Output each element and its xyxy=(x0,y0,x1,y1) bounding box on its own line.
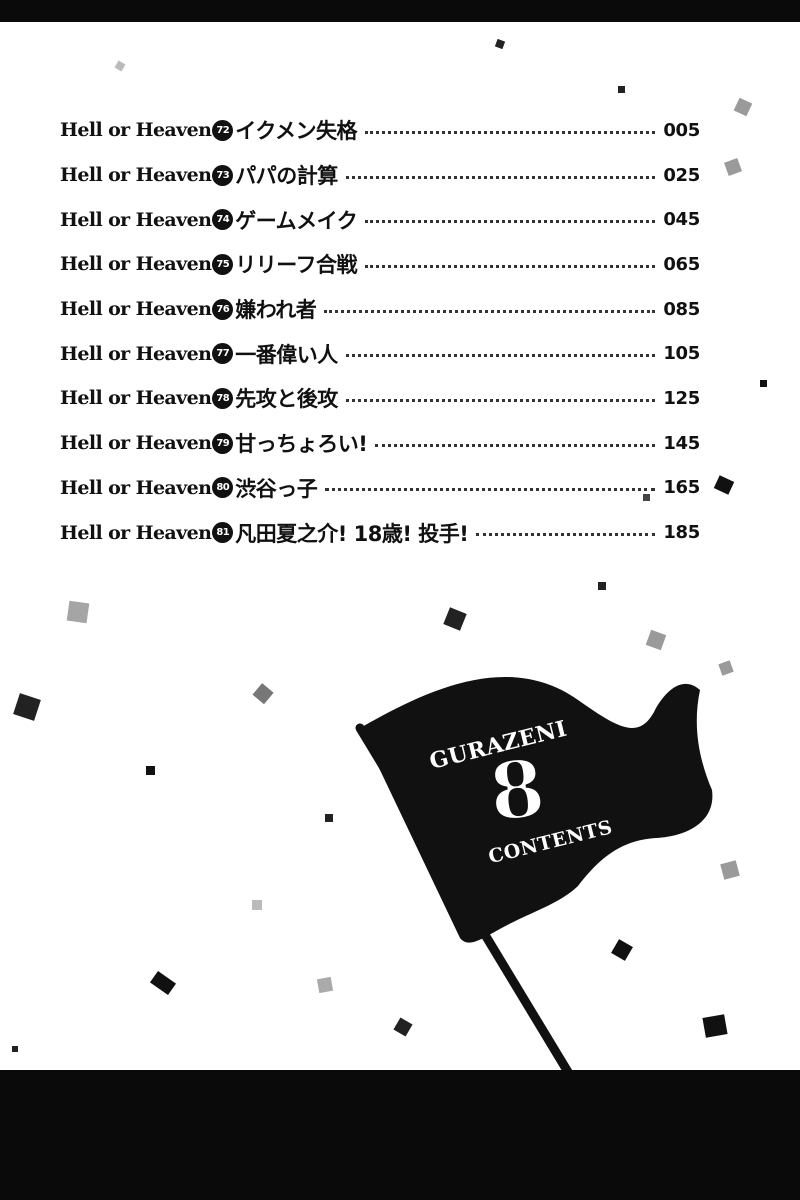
toc-entry[interactable]: Hell or Heaven 73 パパの計算 025 xyxy=(60,153,700,198)
confetti-piece xyxy=(66,600,90,624)
series-title: Hell or Heaven xyxy=(60,476,212,499)
confetti-piece xyxy=(720,860,740,880)
chapter-title: 甘っちょろい! xyxy=(235,432,368,457)
page-number: 105 xyxy=(663,343,700,365)
chapter-number-badge: 72 xyxy=(212,119,234,141)
toc-entry[interactable]: Hell or Heaven 81 凡田夏之介! 18歳! 投手! 185 xyxy=(60,510,700,555)
toc-entry[interactable]: Hell or Heaven 74 ゲームメイク 045 xyxy=(60,197,700,242)
confetti-piece xyxy=(494,38,506,50)
chapter-title: 凡田夏之介! 18歳! 投手! xyxy=(235,521,469,546)
chapter-title: 渋谷っ子 xyxy=(235,476,318,501)
page-number: 085 xyxy=(663,298,700,320)
toc-entry[interactable]: Hell or Heaven 78 先攻と後攻 125 xyxy=(60,376,700,421)
chapter-title: 嫌われ者 xyxy=(235,298,317,323)
series-title: Hell or Heaven xyxy=(60,387,212,410)
confetti-piece xyxy=(114,60,126,72)
confetti-piece xyxy=(146,766,155,775)
toc-entry[interactable]: Hell or Heaven 72 イクメン失格 005 xyxy=(60,108,700,153)
confetti-piece xyxy=(13,693,41,721)
page-number: 005 xyxy=(663,119,700,141)
bottom-black-band xyxy=(0,1070,800,1200)
page-number: 165 xyxy=(663,477,700,499)
page-number: 145 xyxy=(663,432,700,454)
toc-entry[interactable]: Hell or Heaven 79 甘っちょろい! 145 xyxy=(60,421,700,466)
chapter-title: イクメン失格 xyxy=(235,119,358,144)
page-number: 125 xyxy=(663,387,700,409)
chapter-number-badge: 76 xyxy=(212,298,234,320)
confetti-piece xyxy=(733,97,753,117)
dot-leader xyxy=(365,264,656,268)
series-title: Hell or Heaven xyxy=(60,119,212,142)
toc-entry[interactable]: Hell or Heaven 76 嫌われ者 085 xyxy=(60,287,700,332)
series-title: Hell or Heaven xyxy=(60,432,212,455)
chapter-number-badge: 81 xyxy=(212,522,234,544)
page-number: 025 xyxy=(663,164,700,186)
chapter-title: リリーフ合戦 xyxy=(235,253,358,278)
series-title: Hell or Heaven xyxy=(60,521,212,544)
toc-entry[interactable]: Hell or Heaven 77 一番偉い人 105 xyxy=(60,331,700,376)
series-title: Hell or Heaven xyxy=(60,342,212,365)
confetti-piece xyxy=(718,660,734,676)
confetti-piece xyxy=(618,86,625,93)
dot-leader xyxy=(365,130,656,134)
confetti-piece xyxy=(393,1017,413,1037)
chapter-number-badge: 75 xyxy=(212,253,234,275)
series-title: Hell or Heaven xyxy=(60,164,212,187)
flag-banner xyxy=(360,677,713,943)
confetti-piece xyxy=(598,582,606,590)
confetti-piece xyxy=(702,1014,728,1038)
confetti-piece xyxy=(643,494,650,501)
confetti-piece xyxy=(325,814,333,822)
confetti-piece xyxy=(316,976,334,994)
confetti-piece xyxy=(12,1046,18,1052)
chapter-number-badge: 77 xyxy=(212,343,234,365)
page-number: 185 xyxy=(663,522,700,544)
chapter-number-badge: 79 xyxy=(212,432,234,454)
confetti-piece xyxy=(645,629,667,651)
confetti-piece xyxy=(443,607,467,631)
flag-volume-number: 8 xyxy=(484,741,549,840)
top-black-band xyxy=(0,0,800,22)
series-title: Hell or Heaven xyxy=(60,298,212,321)
dot-leader xyxy=(324,309,656,313)
confetti-piece xyxy=(149,970,177,996)
confetti-piece xyxy=(724,158,742,176)
page-number: 045 xyxy=(663,209,700,231)
confetti-piece xyxy=(252,683,274,705)
dot-leader xyxy=(325,488,656,492)
chapter-number-badge: 74 xyxy=(212,209,234,231)
dot-leader xyxy=(375,443,656,447)
confetti-piece xyxy=(713,475,735,495)
dot-leader xyxy=(345,175,656,179)
chapter-title: ゲームメイク xyxy=(235,208,358,233)
toc-entry[interactable]: Hell or Heaven 75 リリーフ合戦 065 xyxy=(60,242,700,287)
chapter-title: パパの計算 xyxy=(235,164,338,189)
chapter-number-badge: 78 xyxy=(212,387,234,409)
confetti-piece xyxy=(611,939,633,961)
dot-leader xyxy=(345,354,656,358)
confetti-piece xyxy=(252,900,262,910)
dot-leader xyxy=(365,220,656,224)
series-title: Hell or Heaven xyxy=(60,253,212,276)
toc-entry[interactable]: Hell or Heaven 80 渋谷っ子 165 xyxy=(60,466,700,511)
dot-leader xyxy=(345,398,656,402)
confetti-piece xyxy=(760,380,767,387)
series-title: Hell or Heaven xyxy=(60,208,212,231)
chapter-title: 先攻と後攻 xyxy=(235,387,338,412)
page-number: 065 xyxy=(663,253,700,275)
dot-leader xyxy=(476,533,656,537)
chapter-title: 一番偉い人 xyxy=(235,342,338,367)
table-of-contents: Hell or Heaven 72 イクメン失格 005 Hell or Hea… xyxy=(60,108,700,555)
chapter-number-badge: 80 xyxy=(212,477,234,499)
chapter-number-badge: 73 xyxy=(212,164,234,186)
